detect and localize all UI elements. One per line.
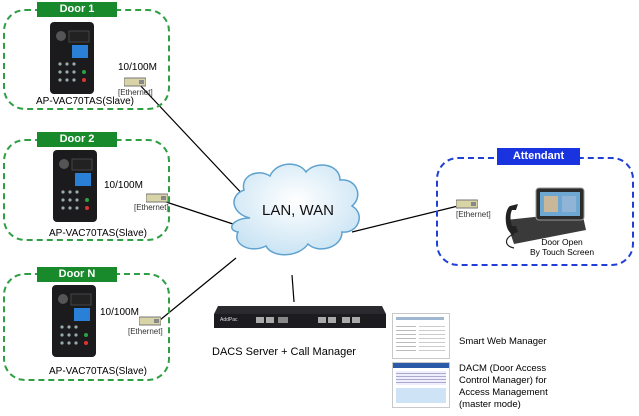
server-brand-label: AddPac	[220, 317, 238, 323]
dacm-label-line2: Control Manager) for	[459, 375, 547, 386]
attendant-caption-line1: Door Open	[541, 237, 583, 247]
door2-title: Door 2	[37, 132, 117, 147]
doorN-title: Door N	[37, 267, 117, 282]
door2-ethernet-connector-icon	[146, 193, 168, 203]
dacs-server-device	[214, 306, 386, 328]
lan-wan-cloud	[231, 163, 360, 256]
dacm-label-line1: DACM (Door Access	[459, 363, 547, 374]
attendant-caption: Door Open By Touch Screen	[512, 237, 612, 257]
link-attendant	[351, 205, 459, 233]
door2-panel-device	[53, 150, 97, 222]
door1-panel-device	[50, 22, 94, 94]
doorN-ethernet-label: [Ethernet]	[128, 327, 163, 336]
door1-device-label: AP-VAC70TAS(Slave)	[36, 96, 134, 107]
door2-ethernet-label: [Ethernet]	[134, 203, 169, 212]
video-phone-icon	[505, 187, 586, 249]
dacm-label-line3: Access Management	[459, 387, 548, 398]
smart-web-manager-label: Smart Web Manager	[459, 336, 547, 347]
attendant-ethernet-label: [Ethernet]	[456, 210, 491, 219]
link-server	[291, 274, 295, 303]
door2-speed-label: 10/100M	[104, 180, 143, 191]
doorN-panel-device	[52, 285, 96, 357]
door2-device-label: AP-VAC70TAS(Slave)	[49, 228, 147, 239]
doorN-device-label: AP-VAC70TAS(Slave)	[49, 366, 147, 377]
attendant-ethernet-connector-icon	[456, 199, 478, 209]
link-doorN	[159, 257, 237, 321]
link-door2	[159, 199, 237, 226]
dacm-label-line4: (master mode)	[459, 399, 521, 410]
cloud-label: LAN, WAN	[262, 202, 334, 219]
door1-ethernet-connector-icon	[124, 77, 146, 87]
server-label: DACS Server + Call Manager	[212, 346, 356, 358]
door1-speed-label: 10/100M	[118, 62, 157, 73]
smart-web-manager-screenshot	[392, 313, 450, 359]
attendant-caption-line2: By Touch Screen	[529, 247, 595, 257]
door1-ethernet-label: [Ethernet]	[118, 88, 153, 97]
door1-title: Door 1	[37, 2, 117, 17]
dacm-label: DACM (Door Access Control Manager) for A…	[459, 363, 548, 411]
dacm-screenshot	[392, 362, 450, 408]
attendant-title: Attendant	[497, 148, 580, 165]
doorN-speed-label: 10/100M	[100, 307, 139, 318]
doorN-ethernet-connector-icon	[139, 316, 161, 326]
